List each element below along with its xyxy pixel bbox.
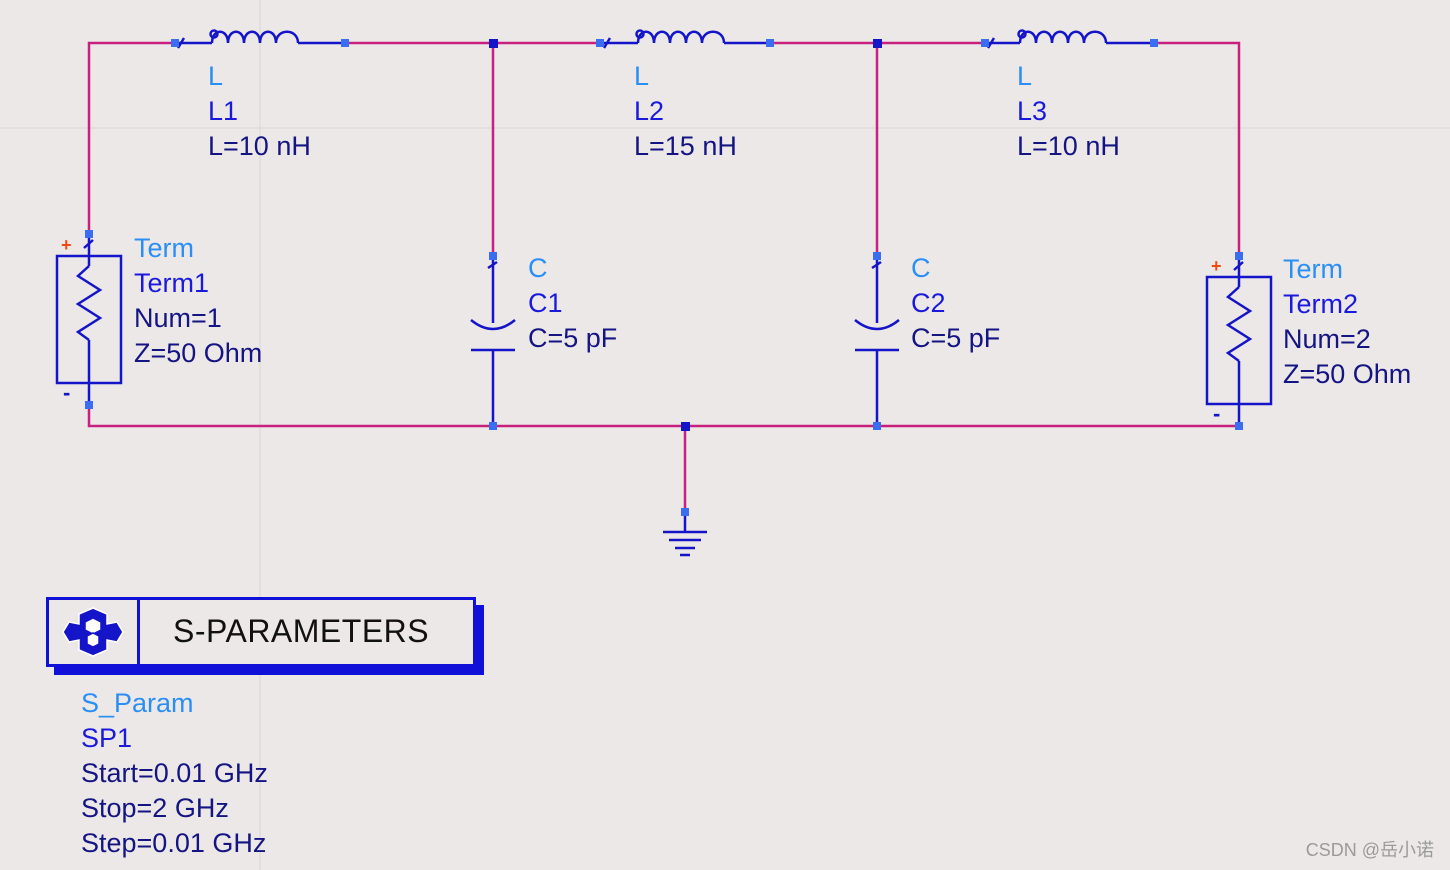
sweep-stop: Stop=2 GHz	[81, 793, 229, 823]
pin-dot	[489, 252, 497, 260]
wire[interactable]	[87, 41, 175, 234]
term-impedance: Z=50 Ohm	[134, 338, 263, 368]
sweep-step: Step=0.01 GHz	[81, 828, 267, 858]
component-value: L=10 nH	[1017, 131, 1120, 161]
inductor-l2-label: L L2 L=15 nH	[634, 59, 737, 164]
pin-dot	[489, 422, 497, 430]
component-value: L=10 nH	[208, 131, 311, 161]
component-type: L	[634, 61, 650, 91]
wire[interactable]	[1154, 41, 1241, 256]
capacitor-c2-label: C C2 C=5 pF	[911, 251, 1000, 356]
component-type: Term	[1283, 254, 1343, 284]
component-type: Term	[134, 233, 194, 263]
pin-dot	[766, 39, 774, 47]
term-impedance: Z=50 Ohm	[1283, 359, 1412, 389]
sweep-start: Start=0.01 GHz	[81, 758, 268, 788]
wire[interactable]	[87, 405, 1239, 428]
ground-icon[interactable]	[663, 512, 707, 557]
capacitor-c1[interactable]	[470, 256, 516, 426]
term1-minus-sign: -	[63, 380, 70, 405]
s-parameters-label: S_Param SP1 Start=0.01 GHz Stop=2 GHz St…	[81, 686, 268, 861]
component-type: C	[528, 253, 548, 283]
component-name: C1	[528, 288, 563, 318]
capacitor-c2[interactable]	[854, 256, 900, 426]
pin-dot	[1235, 422, 1243, 430]
pin-dot	[171, 39, 179, 47]
junction-dot	[681, 422, 690, 431]
term2-label: Term Term2 Num=2 Z=50 Ohm	[1283, 252, 1411, 392]
component-value: C=5 pF	[911, 323, 1001, 353]
component-name: L1	[208, 96, 239, 126]
component-name: L2	[634, 96, 665, 126]
s-parameters-title: S-PARAMETERS	[173, 613, 430, 649]
inductor-l3-label: L L3 L=10 nH	[1017, 59, 1120, 164]
pin-dot	[1150, 39, 1158, 47]
term2-plus-sign: +	[1211, 256, 1222, 276]
component-name: L3	[1017, 96, 1048, 126]
inductor-l3[interactable]	[985, 29, 1154, 49]
component-value: L=15 nH	[634, 131, 737, 161]
term2-symbol[interactable]	[1205, 256, 1273, 426]
capacitor-c1-label: C C1 C=5 pF	[528, 251, 617, 356]
pin-dot	[1235, 252, 1243, 260]
pin-dot	[873, 252, 881, 260]
component-name: SP1	[81, 723, 133, 753]
pin-dot	[596, 39, 604, 47]
component-name: C2	[911, 288, 946, 318]
junctions	[489, 39, 882, 431]
pins	[85, 39, 1243, 516]
term1-symbol[interactable]	[55, 234, 123, 405]
junction-dot	[489, 39, 498, 48]
component-type: S_Param	[81, 688, 194, 718]
pin-dot	[85, 401, 93, 409]
term-num: Num=1	[134, 303, 222, 333]
component-value: C=5 pF	[528, 323, 618, 353]
pin-dot	[681, 508, 689, 516]
inductor-l1-label: L L1 L=10 nH	[208, 59, 311, 164]
s-parameters-icon	[62, 607, 124, 657]
component-name: Term2	[1283, 289, 1359, 319]
term1-plus-sign: +	[61, 235, 72, 255]
pin-dot	[85, 230, 93, 238]
inductor-l1[interactable]	[175, 29, 345, 49]
s-parameters-controller[interactable]: S-PARAMETERS	[46, 597, 476, 667]
term2-minus-sign: -	[1213, 401, 1220, 426]
component-type: L	[208, 61, 224, 91]
component-type: C	[911, 253, 931, 283]
watermark: CSDN @岳小诺	[1305, 840, 1434, 860]
component-type: L	[1017, 61, 1033, 91]
pin-dot	[873, 422, 881, 430]
term-num: Num=2	[1283, 324, 1371, 354]
junction-dot	[873, 39, 882, 48]
pin-dot	[981, 39, 989, 47]
inductor-l2[interactable]	[600, 29, 770, 49]
sp-icon-cell	[49, 600, 140, 664]
component-name: Term1	[134, 268, 210, 298]
term1-label: Term Term1 Num=1 Z=50 Ohm	[134, 231, 262, 371]
pin-dot	[341, 39, 349, 47]
